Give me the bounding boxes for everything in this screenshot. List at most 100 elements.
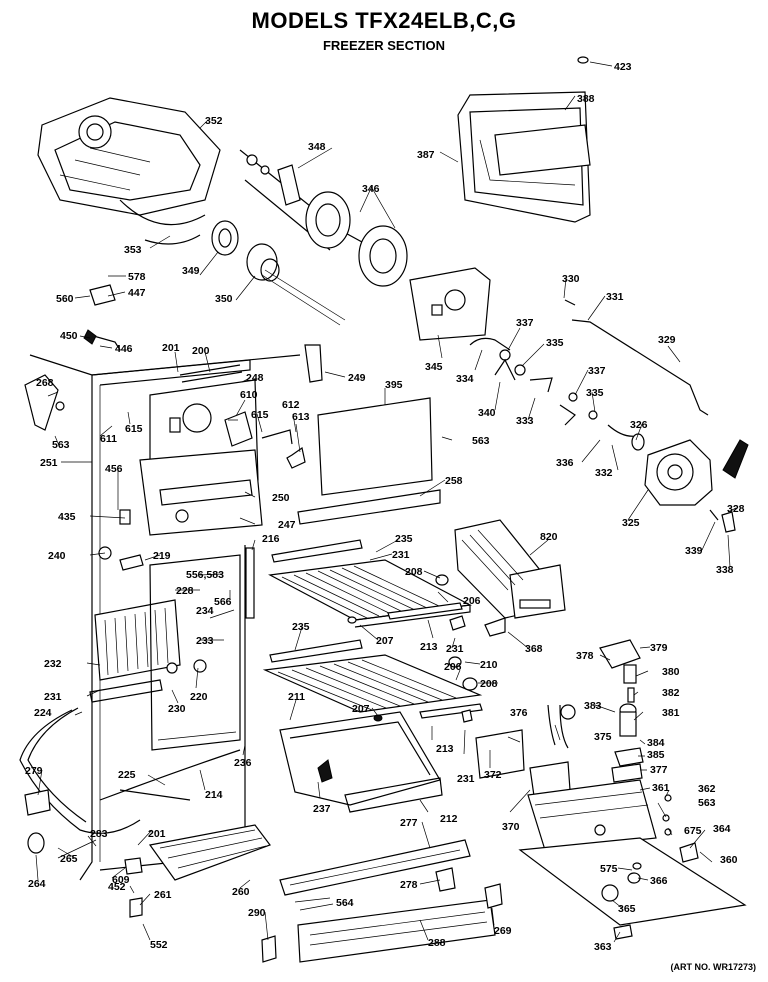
part-label-251: 251 — [40, 457, 58, 469]
part-label-248: 248 — [246, 372, 264, 384]
lower-wire-shelf — [262, 639, 483, 719]
part-label-326: 326 — [630, 419, 648, 431]
part-label-384: 384 — [647, 737, 665, 749]
part-label-240: 240 — [48, 550, 66, 562]
dispenser-door-assembly — [457, 56, 591, 223]
part-label-211: 211 — [288, 691, 305, 703]
part-label-387: 387 — [417, 149, 435, 161]
part-label-552: 552 — [150, 939, 168, 951]
part-label-212: 212 — [440, 813, 458, 825]
part-label-447: 447 — [128, 287, 146, 299]
part-label-382: 382 — [662, 687, 680, 699]
part-label-450: 450 — [60, 330, 78, 342]
part-label-208-upper: 208 — [405, 566, 423, 578]
part-label-377: 377 — [650, 764, 668, 776]
part-label-225: 225 — [118, 769, 136, 781]
part-label-560: 560 — [56, 293, 74, 305]
part-label-231-a: 231 — [392, 549, 410, 561]
part-label-563-right: 563 — [698, 797, 716, 809]
part-label-340: 340 — [478, 407, 496, 419]
part-label-260: 260 — [232, 886, 250, 898]
part-label-336: 336 — [556, 457, 574, 469]
part-label-361: 361 — [652, 782, 670, 794]
part-label-609: 609 — [112, 874, 130, 886]
part-label-380: 380 — [662, 666, 680, 678]
part-label-337-upper: 337 — [516, 317, 534, 329]
evaporator-coils — [89, 554, 241, 751]
part-label-566: 566 — [214, 596, 232, 608]
part-label-235-lower: 235 — [292, 621, 310, 633]
auger-motor-bracket — [409, 267, 709, 437]
part-label-265: 265 — [60, 853, 78, 865]
part-label-610: 610 — [240, 389, 258, 401]
part-label-388: 388 — [577, 93, 595, 105]
part-label-376: 376 — [510, 707, 528, 719]
part-label-332: 332 — [595, 467, 613, 479]
part-label-277: 277 — [400, 817, 418, 829]
part-label-250: 250 — [272, 492, 290, 504]
part-label-231-c: 231 — [44, 691, 62, 703]
part-label-210: 210 — [480, 659, 498, 671]
auger-motor — [631, 433, 749, 533]
art-number: (ART NO. WR17273) — [670, 962, 756, 972]
part-label-423: 423 — [614, 61, 632, 73]
part-label-563-mid: 563 — [472, 435, 490, 447]
center-small-parts — [347, 574, 506, 723]
part-label-456: 456 — [105, 463, 123, 475]
part-label-383: 383 — [584, 700, 602, 712]
part-label-201-bottom: 201 — [148, 828, 166, 840]
part-label-615-left: 615 — [125, 423, 143, 435]
part-label-378: 378 — [576, 650, 594, 662]
part-label-395: 395 — [385, 379, 403, 391]
part-label-290: 290 — [248, 907, 266, 919]
part-label-279: 279 — [25, 765, 43, 777]
part-label-372: 372 — [484, 769, 502, 781]
part-label-578: 578 — [128, 271, 146, 283]
part-label-435: 435 — [58, 511, 76, 523]
part-label-452: 452 — [108, 881, 126, 893]
part-label-575: 575 — [600, 863, 618, 875]
part-label-224: 224 — [34, 707, 52, 719]
small-left-parts — [24, 284, 323, 918]
part-number-labels: 423 352 388 387 348 346 353 349 350 578 … — [25, 61, 745, 953]
part-label-236: 236 — [234, 757, 252, 769]
part-label-360: 360 — [720, 854, 738, 866]
part-label-231-d: 231 — [457, 773, 475, 785]
part-label-219: 219 — [153, 550, 171, 562]
part-label-349: 349 — [182, 265, 200, 277]
part-label-228: 228 — [176, 585, 194, 597]
part-label-331: 331 — [606, 291, 624, 303]
part-label-353: 353 — [124, 244, 142, 256]
part-label-385: 385 — [647, 749, 665, 761]
part-label-615-right: 615 — [251, 409, 269, 421]
part-label-348: 348 — [308, 141, 326, 153]
part-label-370: 370 — [502, 821, 520, 833]
part-label-231-b: 231 — [446, 643, 464, 655]
part-label-362: 362 — [698, 783, 716, 795]
drain-pan-and-grille — [148, 824, 503, 963]
fan-and-motor — [224, 411, 306, 469]
ice-auger-parts — [144, 149, 408, 326]
part-label-247: 247 — [278, 519, 296, 531]
part-label-234: 234 — [196, 605, 214, 617]
part-label-375: 375 — [594, 731, 612, 743]
part-label-200: 200 — [192, 345, 210, 357]
part-label-264: 264 — [28, 878, 46, 890]
part-label-613: 613 — [292, 411, 310, 423]
part-label-233: 233 — [196, 635, 214, 647]
leader-lines — [35, 61, 737, 943]
part-label-207-upper: 207 — [376, 635, 394, 647]
part-label-232: 232 — [44, 658, 62, 670]
part-label-345: 345 — [425, 361, 443, 373]
diagram-title: MODELS TFX24ELB,C,G — [251, 8, 517, 33]
part-label-208-lower: 208 — [480, 678, 498, 690]
part-label-230: 230 — [168, 703, 186, 715]
control-components — [475, 639, 747, 940]
part-label-278: 278 — [400, 879, 418, 891]
ice-bucket-drawing — [37, 97, 221, 226]
part-label-220: 220 — [190, 691, 208, 703]
part-label-381: 381 — [662, 707, 680, 719]
part-label-207-lower: 207 — [352, 703, 370, 715]
